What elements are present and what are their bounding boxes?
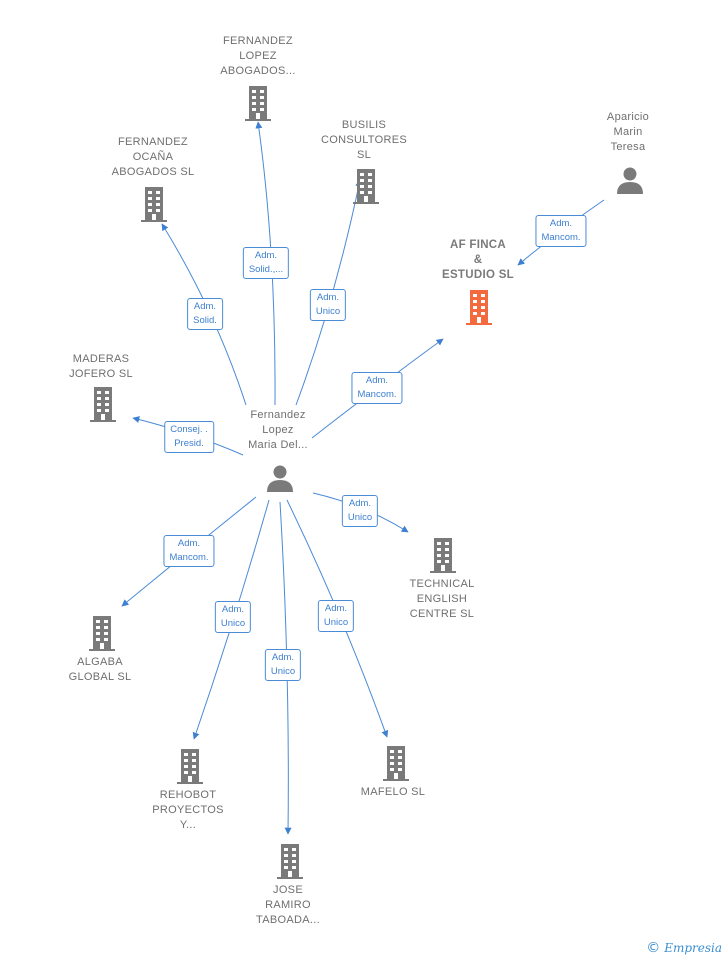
node-label-mafelo[interactable]: MAFELO SL xyxy=(360,786,426,798)
node-label-fernandez-lopez-abogados[interactable]: FERNANDEZ LOPEZ ABOGADOS... xyxy=(220,35,296,77)
building-icon[interactable] xyxy=(138,186,170,222)
edge-label-mafelo[interactable]: Adm. Unico xyxy=(317,600,355,632)
building-icon[interactable] xyxy=(86,615,118,651)
node-label-fernandez-ocana[interactable]: FERNANDEZ OCAÑA ABOGADOS SL xyxy=(111,136,195,178)
person-icon[interactable] xyxy=(615,165,645,195)
building-icon[interactable] xyxy=(242,85,274,121)
edge-label-maderas[interactable]: Consej. . Presid. xyxy=(164,421,214,453)
node-label-center-person[interactable]: Fernandez Lopez Maria Del... xyxy=(248,409,308,451)
node-label-algaba[interactable]: ALGABA GLOBAL SL xyxy=(68,656,132,683)
node-label-rehobot[interactable]: REHOBOT PROYECTOS Y... xyxy=(152,789,224,831)
edge-label-technical[interactable]: Adm. Unico xyxy=(341,495,379,527)
empresia-watermark[interactable]: ©Empresia xyxy=(646,940,722,956)
edge-label-fernandez-ocana[interactable]: Adm. Solid. xyxy=(187,298,223,330)
node-label-busilis[interactable]: BUSILIS CONSULTORES SL xyxy=(320,119,408,161)
copyright-icon: © xyxy=(646,940,661,956)
edge-label-aparicio[interactable]: Adm. Mancom. xyxy=(535,215,587,247)
edge-label-algaba[interactable]: Adm. Mancom. xyxy=(163,535,215,567)
edge-label-busilis[interactable]: Adm. Unico xyxy=(309,289,347,321)
node-label-maderas[interactable]: MADERAS JOFERO SL xyxy=(69,353,133,380)
building-icon[interactable] xyxy=(350,168,382,204)
brand-name: Empresia xyxy=(664,941,722,955)
node-label-af-finca[interactable]: AF FINCA & ESTUDIO SL xyxy=(441,239,515,281)
building-icon[interactable] xyxy=(174,748,206,784)
edge-label-fernandez-lopez-abogados[interactable]: Adm. Solid.,... xyxy=(242,247,290,279)
node-label-jose-ramiro[interactable]: JOSE RAMIRO TABOADA... xyxy=(256,884,320,926)
edge-label-rehobot[interactable]: Adm. Unico xyxy=(214,601,252,633)
edge-label-jose-ramiro[interactable]: Adm. Unico xyxy=(264,649,302,681)
building-focus-icon[interactable] xyxy=(463,289,495,325)
building-icon[interactable] xyxy=(380,745,412,781)
building-icon[interactable] xyxy=(427,537,459,573)
building-icon[interactable] xyxy=(274,843,306,879)
edge-label-af-finca[interactable]: Adm. Mancom. xyxy=(351,372,403,404)
node-label-technical[interactable]: TECHNICAL ENGLISH CENTRE SL xyxy=(409,578,475,620)
person-icon[interactable] xyxy=(265,463,295,493)
building-icon[interactable] xyxy=(87,386,119,422)
node-label-aparicio[interactable]: Aparicio Marin Teresa xyxy=(606,111,650,153)
